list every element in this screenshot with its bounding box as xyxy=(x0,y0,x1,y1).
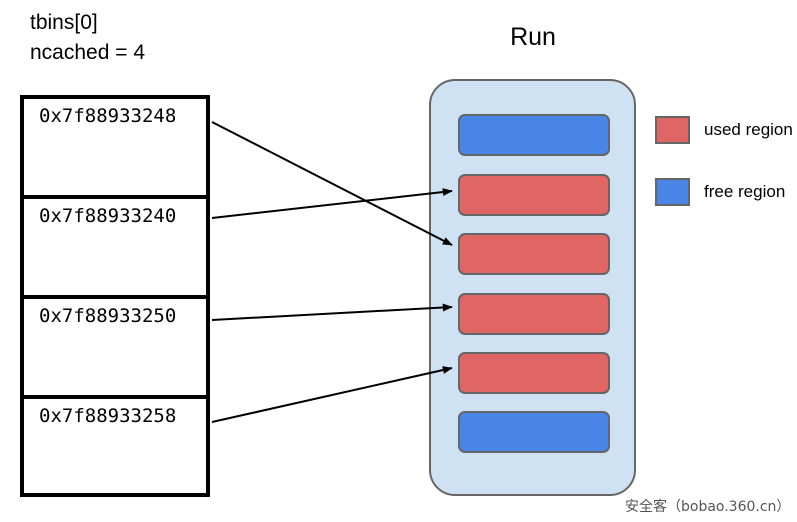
tbins-cell-address: 0x7f88933258 xyxy=(39,405,177,427)
legend-item-free: free region xyxy=(655,178,785,206)
tbins-cell-address: 0x7f88933250 xyxy=(39,305,177,327)
arrow-cell4-to-block5 xyxy=(211,366,453,423)
watermark: 安全客（bobao.360.cn） xyxy=(625,499,791,515)
arrow-cell2-to-block2 xyxy=(211,188,453,219)
ncached-label: ncached = 4 xyxy=(30,41,146,64)
legend-label: free region xyxy=(704,182,786,201)
run-block-free xyxy=(458,114,610,156)
run-block-used xyxy=(458,352,610,394)
tbins-cell: 0x7f88933258 xyxy=(24,399,206,499)
legend-swatch-used-icon xyxy=(655,116,690,144)
tbins-cell: 0x7f88933250 xyxy=(24,299,206,399)
tbins-cell-address: 0x7f88933240 xyxy=(39,205,177,227)
run-block-used xyxy=(458,233,610,275)
run-container xyxy=(429,79,636,496)
tbins-cell: 0x7f88933248 xyxy=(24,99,206,199)
legend-item-used: used region xyxy=(655,116,793,144)
arrow-cell3-to-block4 xyxy=(211,303,453,321)
legend-swatch-free-icon xyxy=(655,178,690,206)
legend-label: used region xyxy=(704,120,793,139)
tbins-table: 0x7f88933248 0x7f88933240 0x7f88933250 0… xyxy=(20,95,210,497)
run-block-used xyxy=(458,293,610,335)
run-block-free xyxy=(458,411,610,453)
run-title: Run xyxy=(510,23,556,51)
tbins-cell: 0x7f88933240 xyxy=(24,199,206,299)
tbins-cell-address: 0x7f88933248 xyxy=(39,105,177,127)
run-block-used xyxy=(458,174,610,216)
tbins-index-label: tbins[0] xyxy=(30,11,98,34)
arrow-cell1-to-block3 xyxy=(211,121,453,246)
